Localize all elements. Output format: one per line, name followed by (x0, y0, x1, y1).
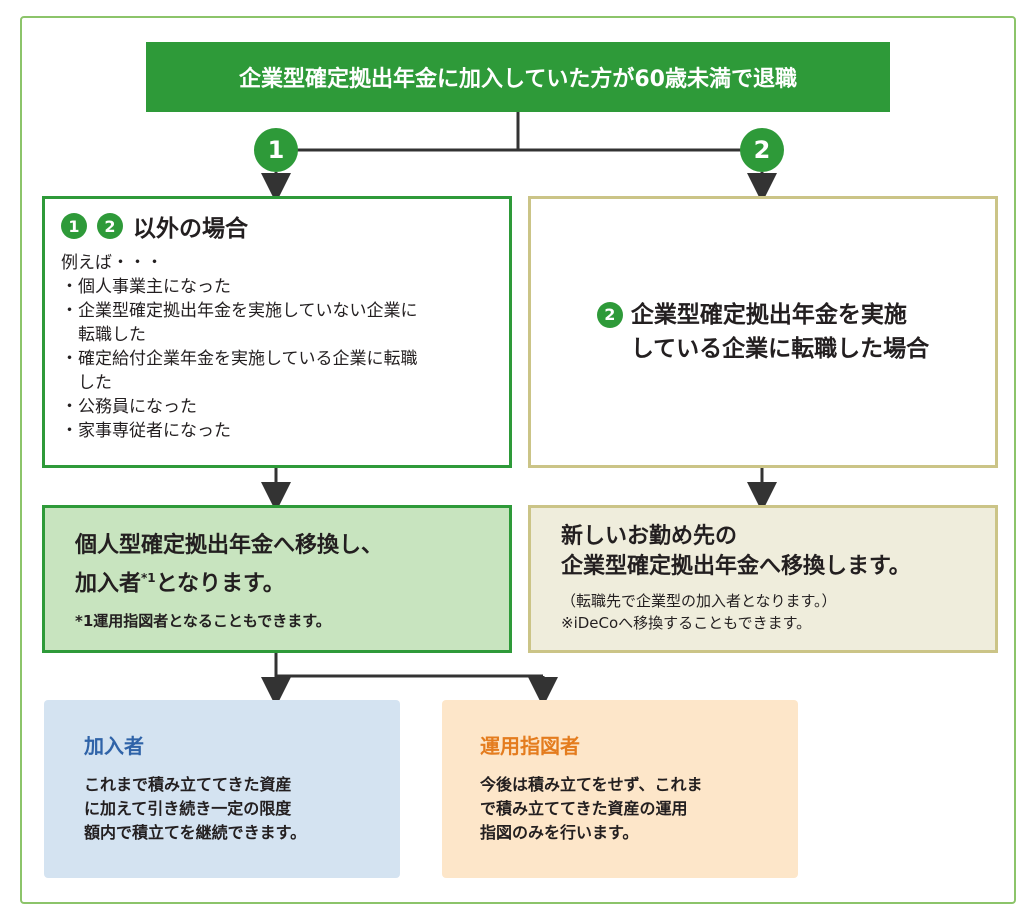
result1-box: 個人型確定拠出年金へ移換し、 加入者*1となります。 *1運用指図者となることも… (42, 505, 512, 653)
case2-heading-line1: 企業型確定拠出年金を実施 (630, 302, 907, 328)
case1-example-list: 例えば・・・ ・個人事業主になった ・企業型確定拠出年金を実施していない企業に … (61, 251, 493, 443)
branch-2-badge: 2 (740, 128, 784, 172)
case1-box: 1 2 以外の場合 例えば・・・ ・個人事業主になった ・企業型確定拠出年金を実… (42, 196, 512, 468)
result2-box: 新しいお勤め先の 企業型確定拠出年金へ移換します。 （転職先で企業型の加入者とな… (528, 505, 998, 653)
case1-badge-1: 1 (61, 213, 87, 239)
result2-note1: （転職先で企業型の加入者となります。） (561, 592, 837, 610)
participant-line: これまで積み立ててきた資産 (84, 775, 292, 794)
participant-description: これまで積み立ててきた資産 に加えて引き続き一定の限度 額内で積立てを継続できま… (84, 773, 360, 845)
outer-frame (20, 16, 1016, 904)
case1-badge-2: 2 (97, 213, 123, 239)
result2-note2: ※iDeCoへ移換することもできます。 (561, 614, 812, 632)
instructor-box: 運用指図者 今後は積み立てをせず、これま で積み立ててきた資産の運用 指図のみを… (442, 700, 798, 878)
result2-line2: 企業型確定拠出年金へ移換します。 (561, 554, 911, 579)
case2-box: 2 企業型確定拠出年金を実施 している企業に転職した場合 (528, 196, 998, 468)
case1-line: ・企業型確定拠出年金を実施していない企業に (61, 301, 418, 321)
instructor-title: 運用指図者 (480, 734, 580, 758)
case2-heading-line2: している企業に転職した場合 (630, 336, 930, 362)
top-banner: 企業型確定拠出年金に加入していた方が60歳未満で退職 (146, 42, 890, 112)
result1-line2-b: となります。 (155, 571, 285, 597)
result2-line1: 新しいお勤め先の (561, 524, 738, 549)
branch-1-badge: 1 (254, 128, 298, 172)
result1-line2: 加入者*1となります。 (75, 562, 479, 600)
instructor-description: 今後は積み立てをせず、これま で積み立ててきた資産の運用 指図のみを行います。 (480, 773, 760, 845)
instructor-line: 指図のみを行います。 (480, 823, 639, 842)
result1-line1: 個人型確定拠出年金へ移換し、 (75, 533, 384, 558)
instructor-line: で積み立ててきた資産の運用 (480, 799, 688, 818)
result1-note: *1運用指図者となることもできます。 (75, 612, 331, 631)
case1-line: ・家事専従者になった (61, 421, 231, 441)
participant-box: 加入者 これまで積み立ててきた資産 に加えて引き続き一定の限度 額内で積立てを継… (44, 700, 400, 878)
case1-heading: 1 2 以外の場合 (61, 209, 493, 243)
participant-line: 額内で積立てを継続できます。 (84, 823, 307, 842)
case1-line: 転職した (61, 325, 146, 345)
result1-footnote-mark: *1 (141, 571, 156, 585)
case1-line: 例えば・・・ (61, 253, 163, 273)
case1-heading-text: 以外の場合 (133, 216, 248, 242)
result1-line2-a: 加入者 (75, 571, 142, 597)
participant-line: に加えて引き続き一定の限度 (84, 799, 292, 818)
instructor-line: 今後は積み立てをせず、これま (480, 775, 703, 794)
case1-line: した (61, 373, 112, 393)
case1-line: ・確定給付企業年金を実施している企業に転職 (61, 349, 418, 369)
case1-line: ・個人事業主になった (61, 277, 231, 297)
case2-badge: 2 (596, 302, 623, 328)
participant-title: 加入者 (84, 734, 144, 758)
case1-line: ・公務員になった (61, 397, 197, 417)
case2-heading: 2 企業型確定拠出年金を実施 している企業に転職した場合 (596, 298, 930, 366)
